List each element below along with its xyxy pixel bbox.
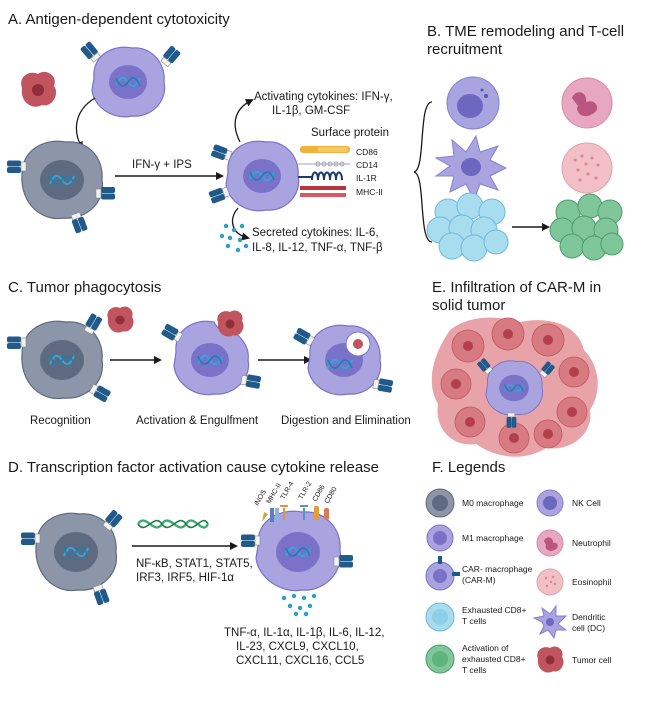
- recognition-macrophage: [6, 312, 112, 404]
- tf-line1: NF-κB, STAT1, STAT5,: [136, 558, 253, 570]
- legend-exhausted-icon: [425, 602, 455, 632]
- car-macrophage: [79, 40, 182, 118]
- panel-d-title: D. Transcription factor activation cause…: [8, 459, 379, 476]
- legend-neutrophil-icon: [536, 529, 564, 557]
- legend-eosinophil-label: Eosinophil: [572, 577, 611, 587]
- legend-activated-label1: Activation of: [462, 643, 509, 653]
- legend-nk-label: NK Cell: [572, 498, 601, 508]
- legend-m1-label: M1 macrophage: [462, 533, 524, 543]
- legend-tumor-label: Tumor cell: [572, 655, 611, 665]
- surface-proteins: [298, 146, 350, 197]
- brace: [413, 101, 433, 243]
- surface-cd14: CD14: [356, 160, 378, 170]
- legend-m0-icon: [425, 488, 455, 518]
- panel-c-title: C. Tumor phagocytosis: [8, 279, 161, 296]
- cytokine-line2: IL-23, CXCL9, CXCL10,: [236, 641, 359, 653]
- panel-f-title: F. Legends: [432, 459, 505, 476]
- tumor-cell: [21, 71, 57, 107]
- receptor-inos: iNOS: [254, 489, 269, 507]
- eosinophil: [561, 142, 613, 194]
- d-m0-macrophage: [20, 508, 124, 607]
- legend-nk-icon: [536, 489, 564, 517]
- nk-cell: [446, 76, 500, 130]
- legend-neutrophil-label: Neutrophil: [572, 538, 611, 548]
- secreted-dots: [219, 223, 249, 253]
- legend-dc-icon: [532, 604, 568, 640]
- activating-cytokines-line2: IL-1β, GM-CSF: [272, 105, 350, 117]
- receptor-mhc2: MHC-II: [266, 482, 283, 505]
- panel-a-title: A. Antigen-dependent cytotoxicity: [8, 11, 230, 28]
- panel-b-title-line2: recruitment: [427, 41, 503, 58]
- cytokine-line3: CXCL11, CXCL16, CCL5: [236, 655, 364, 667]
- neutrophil: [561, 77, 613, 129]
- legend-activated-icon: [425, 644, 455, 674]
- panel-e-title-line1: E. Infiltration of CAR-M in: [432, 279, 601, 296]
- secreted-arrow: [231, 207, 250, 241]
- legend-dc-label2: cell (DC): [572, 623, 605, 633]
- surface-il1r: IL-1R: [356, 173, 377, 183]
- stimulus-label: IFN-γ + IPS: [132, 159, 192, 171]
- engulfment-macrophage: [160, 320, 262, 396]
- legend-carm-icon: [425, 556, 460, 591]
- engulfed-tumor-cell: [217, 310, 244, 337]
- recognition-tumor-cell: [107, 306, 134, 333]
- panel-b-title-line1: B. TME remodeling and T-cell: [427, 23, 624, 40]
- legend-m0-label: M0 macrophage: [462, 498, 524, 508]
- receptor-labels: iNOS MHC-II TLR-4 TLR-2 CD86 CD80: [254, 481, 339, 507]
- m0-macrophage: [6, 140, 116, 235]
- receptor-glyphs: [262, 505, 329, 522]
- legend-eosinophil-icon: [536, 568, 564, 596]
- activating-arrow: [234, 99, 254, 143]
- step-digestion: Digestion and Elimination: [281, 415, 411, 427]
- legend-activated-label2: exhausted CD8+: [462, 654, 526, 664]
- legend-carm-label2: (CAR-M): [462, 575, 496, 585]
- legend-exhausted-label2: T cells: [462, 616, 486, 626]
- activating-cytokines-line1: Activating cytokines: IFN-γ,: [254, 91, 393, 103]
- surface-cd86: CD86: [356, 147, 378, 157]
- digestion-macrophage: [292, 324, 394, 396]
- step-recognition: Recognition: [30, 415, 91, 427]
- tf-line2: IRF3, IRF5, HIF-1α: [136, 572, 234, 584]
- secreted-cytokines-line2: IL-8, IL-12, TNF-α, TNF-β: [252, 242, 383, 254]
- dna-strand: [137, 519, 209, 529]
- legend-tumor-icon: [537, 646, 564, 673]
- cytokine-line1: TNF-α, IL-1α, IL-1β, IL-6, IL-12,: [224, 627, 385, 639]
- secreted-cytokines-line1: Secreted cytokines: IL-6,: [252, 227, 379, 239]
- legend-dc-label1: Dendritic: [572, 612, 606, 622]
- legend-carm-label1: CAR- macrophage: [462, 564, 533, 574]
- dendritic-cell: [434, 134, 508, 202]
- d-m1-macrophage: [240, 510, 354, 592]
- surface-mhc2: MHC-II: [356, 187, 383, 197]
- receptor-tlr4: TLR-4: [280, 481, 296, 501]
- legend-exhausted-label1: Exhausted CD8+: [462, 605, 527, 615]
- activated-t-cell-cluster: [549, 193, 624, 261]
- receptor-tlr2: TLR-2: [298, 481, 314, 501]
- panel-e-title-line2: solid tumor: [432, 297, 505, 314]
- legend-m1-icon: [426, 524, 454, 552]
- released-cytokine-dots: [281, 593, 317, 617]
- binding-arrow: [75, 97, 96, 150]
- step-engulfment: Activation & Engulfment: [136, 415, 259, 427]
- exhausted-t-cell-cluster: [426, 192, 509, 262]
- surface-protein-title: Surface protein: [311, 127, 389, 139]
- legend-activated-label3: T cells: [462, 665, 486, 675]
